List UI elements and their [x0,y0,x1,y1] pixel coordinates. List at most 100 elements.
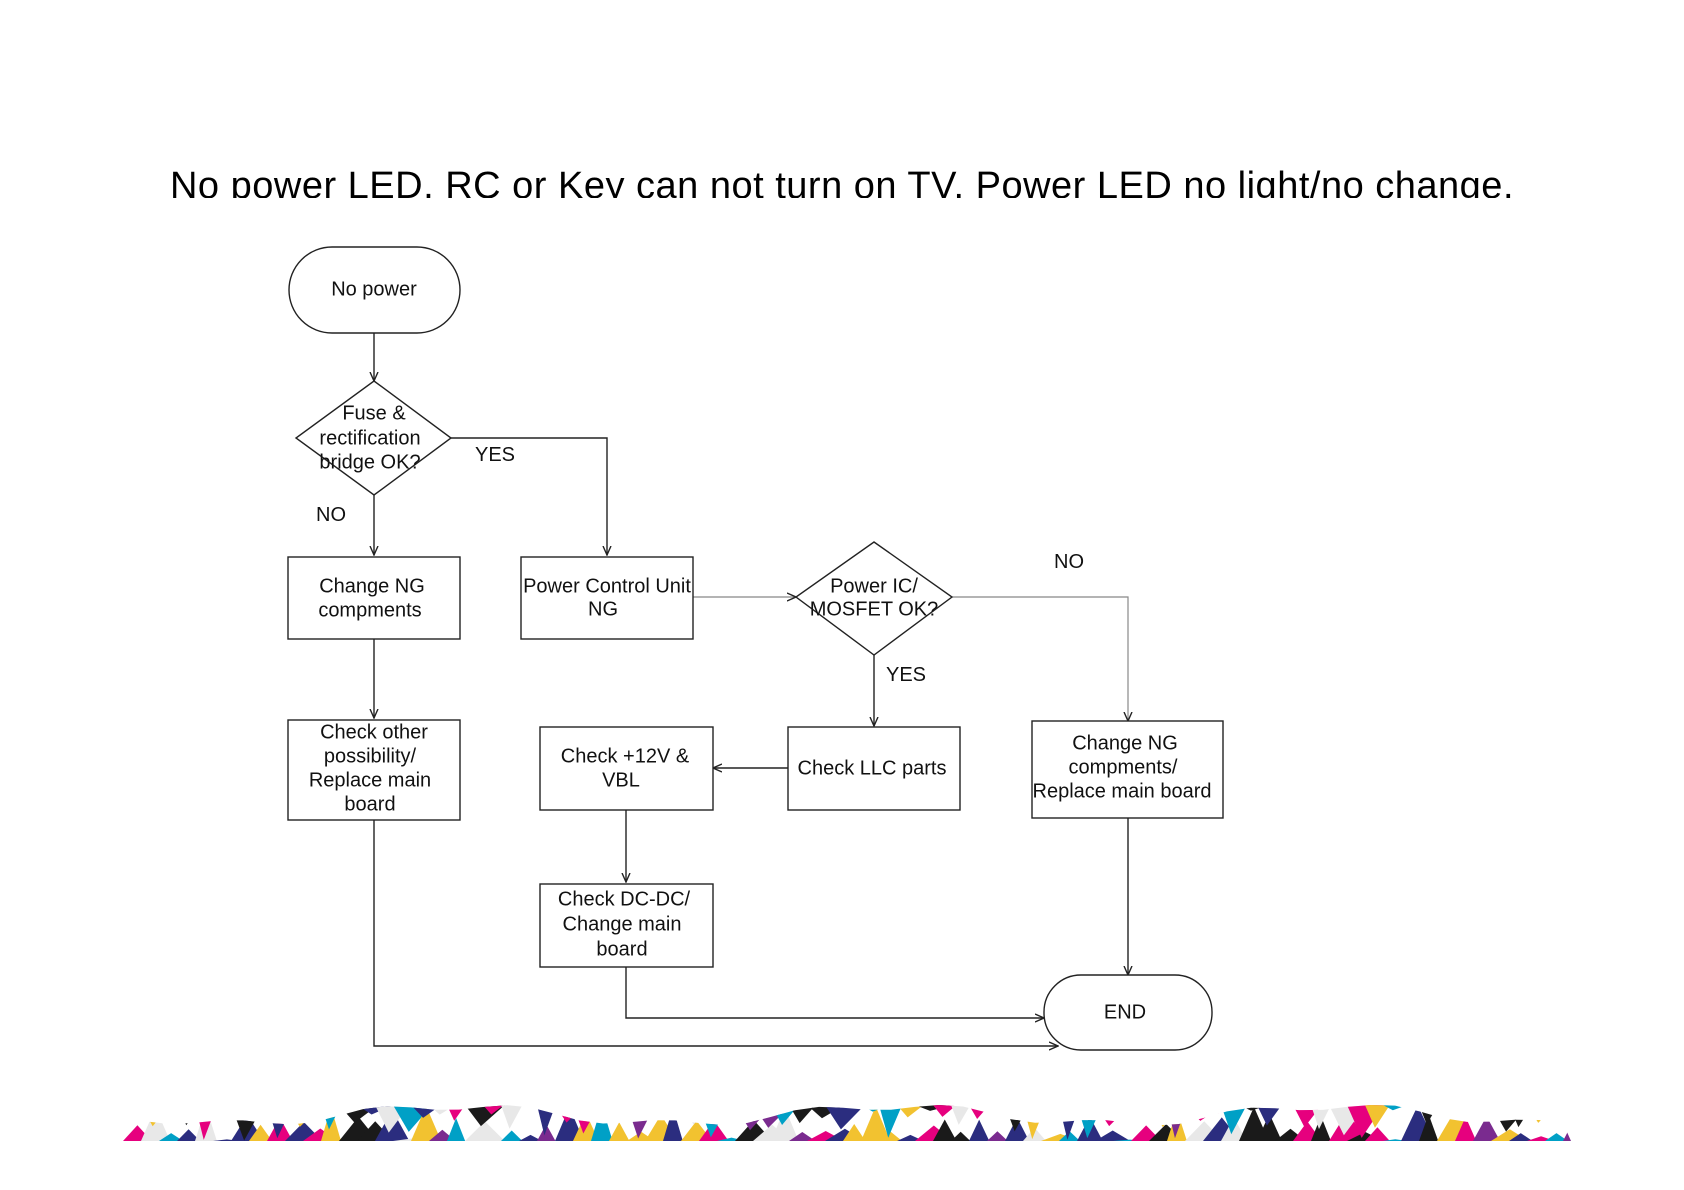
band-shard [1455,1105,1477,1117]
band-shard [609,1122,630,1141]
band-shard [141,1107,171,1141]
band-shard [1365,1127,1390,1141]
band-shard [825,1105,865,1130]
band-shard [483,1105,504,1115]
band-shard [249,1105,273,1111]
node-check-dcdc-line-2: Change main [563,913,682,935]
node-power-ic-line-1: Power IC/ [830,575,918,597]
band-shard [1275,1105,1306,1109]
node-check-12v-line-2: VBL [602,769,640,791]
band-shard [681,1105,713,1125]
band-shard [1545,1105,1568,1113]
band-shard [951,1131,971,1141]
band-shard [1311,1116,1331,1141]
band-shard [555,1106,584,1141]
node-start-label: No power [331,278,417,300]
band-shard [213,1105,241,1121]
node-change-replace-line-1: Change NG [1072,732,1178,754]
band-shard [1059,1131,1080,1141]
node-check-other-line-2: possibility/ [324,745,417,767]
band-shard [1257,1105,1282,1126]
band-shard [177,1105,201,1126]
band-shard [1041,1105,1080,1109]
band-shard [537,1124,556,1141]
band-shard [159,1105,184,1108]
band-shard [879,1131,903,1141]
band-shard [591,1105,613,1141]
node-fuse-check-line-2: rectification [319,427,420,449]
band-shard [897,1105,924,1118]
edges [374,333,1128,1046]
band-shard [843,1124,866,1141]
edge-check-dcdc-to-end [625,967,1044,1018]
band-shard [1401,1105,1435,1110]
node-check-llc: Check LLC parts [787,726,961,811]
edge-power-ic-no-to-change-replace [952,596,1128,721]
band-shard [1131,1105,1162,1119]
band-shard [843,1105,866,1106]
node-start: No power [288,246,461,334]
node-check-12v-line-1: Check +12V & [561,745,690,767]
band-shard [1311,1105,1331,1130]
band-shard [177,1129,201,1141]
band-shard [663,1105,683,1116]
node-check-other-line-3: Replace main [309,769,431,791]
node-check-dcdc: Check DC-DC/ Change main board [539,883,714,968]
band-shard [1257,1113,1282,1141]
band-shard [123,1105,152,1114]
band-shard [1545,1133,1568,1141]
band-shard [645,1105,678,1108]
band-shard [1023,1127,1047,1141]
node-change-ng-line-1: Change NG [319,575,425,597]
band-shard [1149,1105,1184,1127]
node-fuse-check-line-3: bridge OK? [319,451,420,473]
node-end: END [1043,974,1213,1051]
node-check-other-line-1: Check other [320,721,428,743]
node-check-other-line-4: board [344,793,395,815]
node-change-ng-line-2: compments [318,599,421,621]
edge-check-other-to-end [373,820,1058,1046]
edge-label-fuse-no: NO [316,504,346,526]
slide-title: No power LED, RC or Key can not turn on … [169,165,1514,198]
band-shard [1509,1133,1533,1141]
band-shard [447,1118,466,1141]
band-shard [879,1105,903,1138]
band-shard [249,1124,273,1141]
edge-label-fuse-yes: YES [475,444,515,466]
slide-title-strip: No power LED, RC or Key can not turn on … [0,150,1684,198]
band-shard [969,1119,990,1141]
band-shard [951,1105,971,1125]
band-shard [501,1105,523,1129]
band-shard [933,1105,957,1117]
band-shard [519,1105,543,1107]
band-shard [1005,1117,1030,1141]
band-shard [1095,1105,1131,1127]
band-shard [987,1131,1008,1141]
band-shard [1185,1105,1224,1121]
band-shard [159,1133,184,1141]
node-change-replace-line-2: compments/ [1069,756,1178,778]
node-change-replace-line-3: Replace main board [1033,780,1212,802]
node-change-ng: Change NG compments [287,556,461,640]
band-shard [591,1105,613,1109]
band-shard [1563,1105,1571,1108]
band-shard [717,1105,746,1122]
edge-fuse-yes-to-power-control [451,437,607,555]
node-fuse-check-line-1: Fuse & [342,402,406,424]
band-shard [1221,1105,1247,1135]
band-shard [987,1105,1008,1106]
band-shard [789,1105,816,1124]
node-power-control-line-1: Power Control Unit [523,575,691,597]
decorative-footer-band [123,1105,1571,1141]
band-shard [969,1105,990,1119]
band-shard [1113,1105,1147,1117]
band-shard [1563,1121,1571,1141]
node-check-dcdc-line-1: Check DC-DC/ [558,888,691,910]
node-change-replace: Change NG compments/ Replace main board [1031,720,1224,819]
band-shard [1473,1116,1501,1141]
band-shard [933,1119,957,1141]
node-power-control-line-2: NG [588,598,618,620]
band-shard [663,1107,683,1141]
band-shard [519,1134,543,1141]
